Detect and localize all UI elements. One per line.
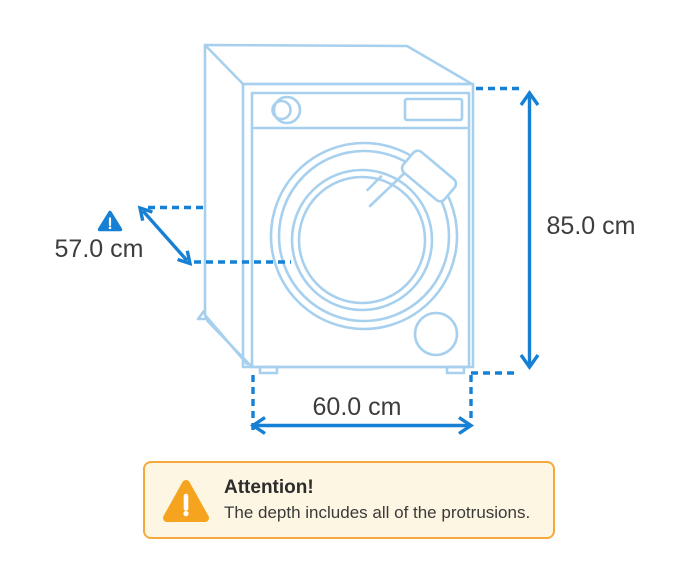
width-arrowhead-right — [458, 416, 475, 435]
filter-hatch — [413, 311, 459, 357]
machine-front-outer — [241, 82, 475, 369]
program-knob-outer — [272, 95, 302, 125]
attention-box: Attention! The depth includes all of the… — [143, 461, 555, 539]
depth-arrowhead-top — [137, 205, 153, 222]
width-arrowhead-left — [249, 416, 266, 435]
depth-dimension: 57.0 cm — [55, 205, 291, 267]
machine-foot-left — [258, 365, 279, 375]
door-handle — [400, 149, 458, 203]
height-arrowhead-bottom — [519, 354, 540, 370]
machine-top-face — [203, 43, 474, 86]
machine-front-inner — [250, 91, 471, 369]
depth-dimension-label: 57.0 cm — [55, 235, 144, 263]
door-glass-inner — [297, 175, 427, 305]
warning-triangle-icon — [97, 210, 123, 232]
display-panel — [403, 97, 464, 122]
door-ring-outer — [269, 141, 459, 331]
height-dimension: 85.0 cm — [471, 86, 636, 375]
attention-message: The depth includes all of the protrusion… — [224, 502, 531, 522]
machine-side-bottom-inner — [206, 319, 254, 369]
washing-machine-illustration — [196, 43, 475, 375]
door-ring-inner — [277, 149, 451, 323]
machine-foot-right — [445, 365, 466, 375]
width-dimension: 60.0 cm — [249, 375, 475, 435]
attention-title: Attention! — [224, 476, 314, 498]
height-dimension-label: 85.0 cm — [547, 212, 636, 240]
depth-arrow-shaft — [141, 209, 189, 262]
height-arrowhead-top — [519, 90, 540, 106]
door-glass-outer — [290, 168, 434, 312]
warning-triangle-icon — [163, 480, 209, 522]
width-dimension-label: 60.0 cm — [313, 393, 402, 421]
washing-machine-dimensions-svg: 57.0 cm 85.0 cm 60.0 cm — [55, 43, 636, 435]
door-shine-short — [366, 175, 383, 192]
attention-text: Attention! The depth includes all of the… — [224, 477, 530, 523]
depth-arrowhead-bottom — [177, 250, 193, 267]
program-knob-inner — [271, 99, 292, 121]
